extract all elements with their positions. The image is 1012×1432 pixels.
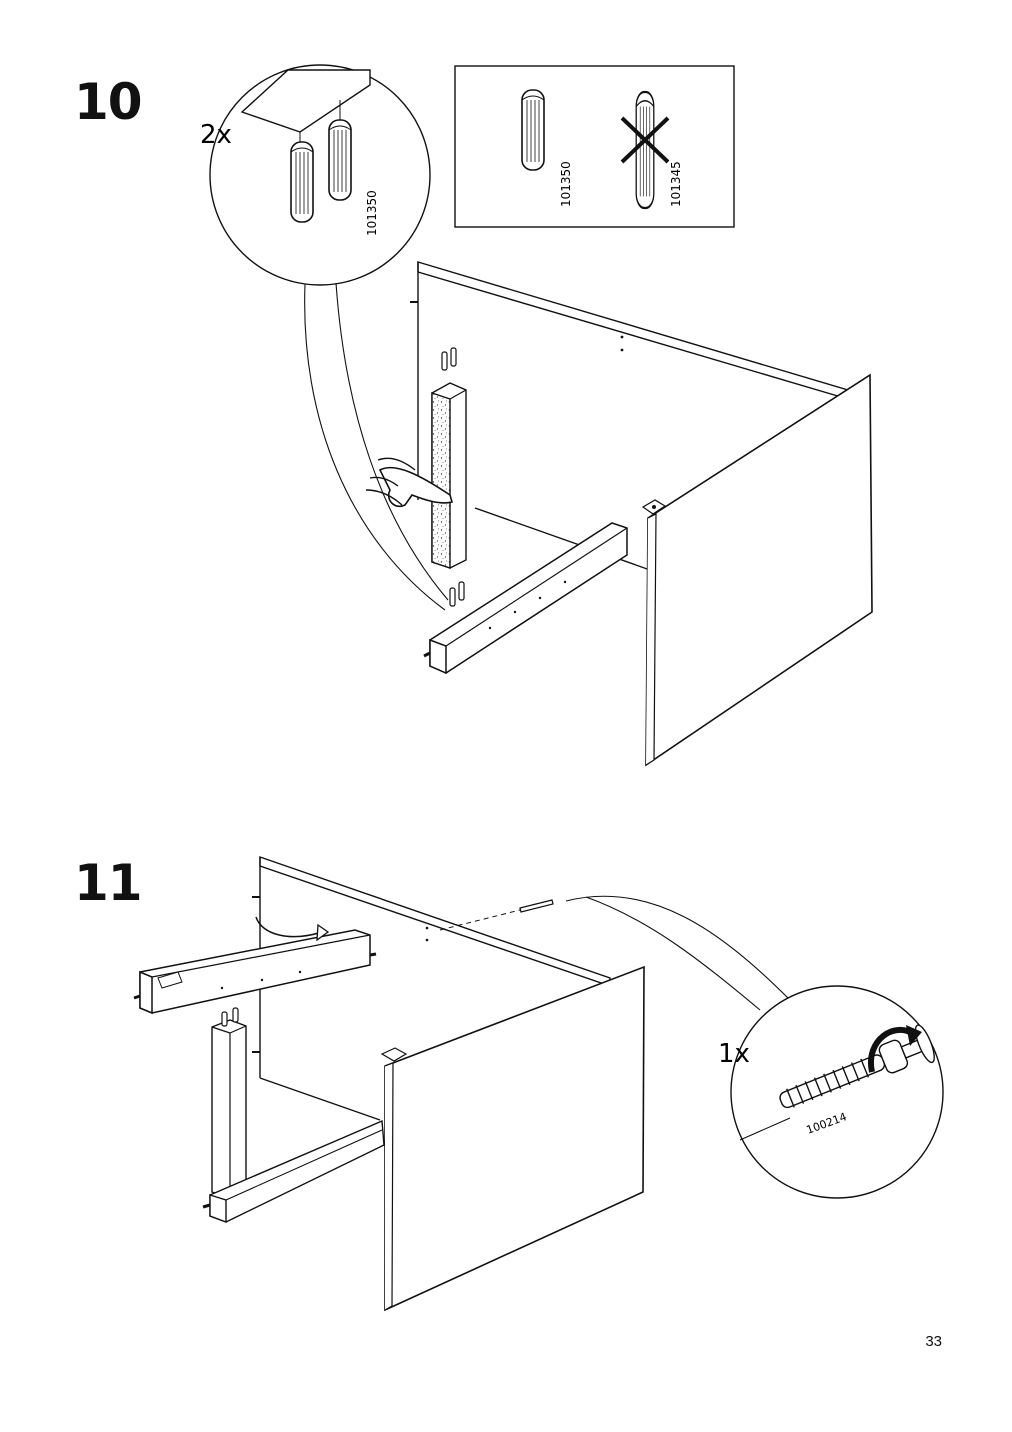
screw-small — [519, 899, 554, 913]
page-number: 33 — [925, 1333, 942, 1350]
step-number-10: 10 — [74, 73, 143, 131]
flip-arrow-icon — [255, 916, 323, 938]
side-panel — [380, 965, 645, 1312]
wrong-dowel-icon — [635, 90, 655, 210]
step-number-11: 11 — [74, 854, 143, 912]
vertical-rail — [431, 347, 467, 607]
front-rail — [423, 522, 628, 675]
dowel-callout-circle — [209, 64, 449, 611]
callout-quantity: 2x — [200, 120, 232, 150]
step-11-illustration: 1x 100214 — [133, 856, 944, 1312]
callout-part-number: 101350 — [365, 190, 379, 236]
vertical-rail — [211, 1007, 247, 1199]
bottom-rail — [202, 1119, 385, 1224]
dowel-comparison-box — [454, 65, 735, 228]
hand-pointer-icon — [365, 457, 453, 508]
correct-part-number: 101350 — [559, 161, 573, 207]
step-10-illustration: 2x 101350 101350 101345 — [200, 64, 873, 767]
correct-dowel-icon — [521, 89, 545, 171]
side-panel — [641, 373, 873, 767]
screw-callout-circle — [565, 895, 944, 1199]
top-rail — [133, 929, 377, 1015]
wrong-part-number: 101345 — [669, 161, 683, 207]
callout-quantity: 1x — [718, 1039, 750, 1069]
